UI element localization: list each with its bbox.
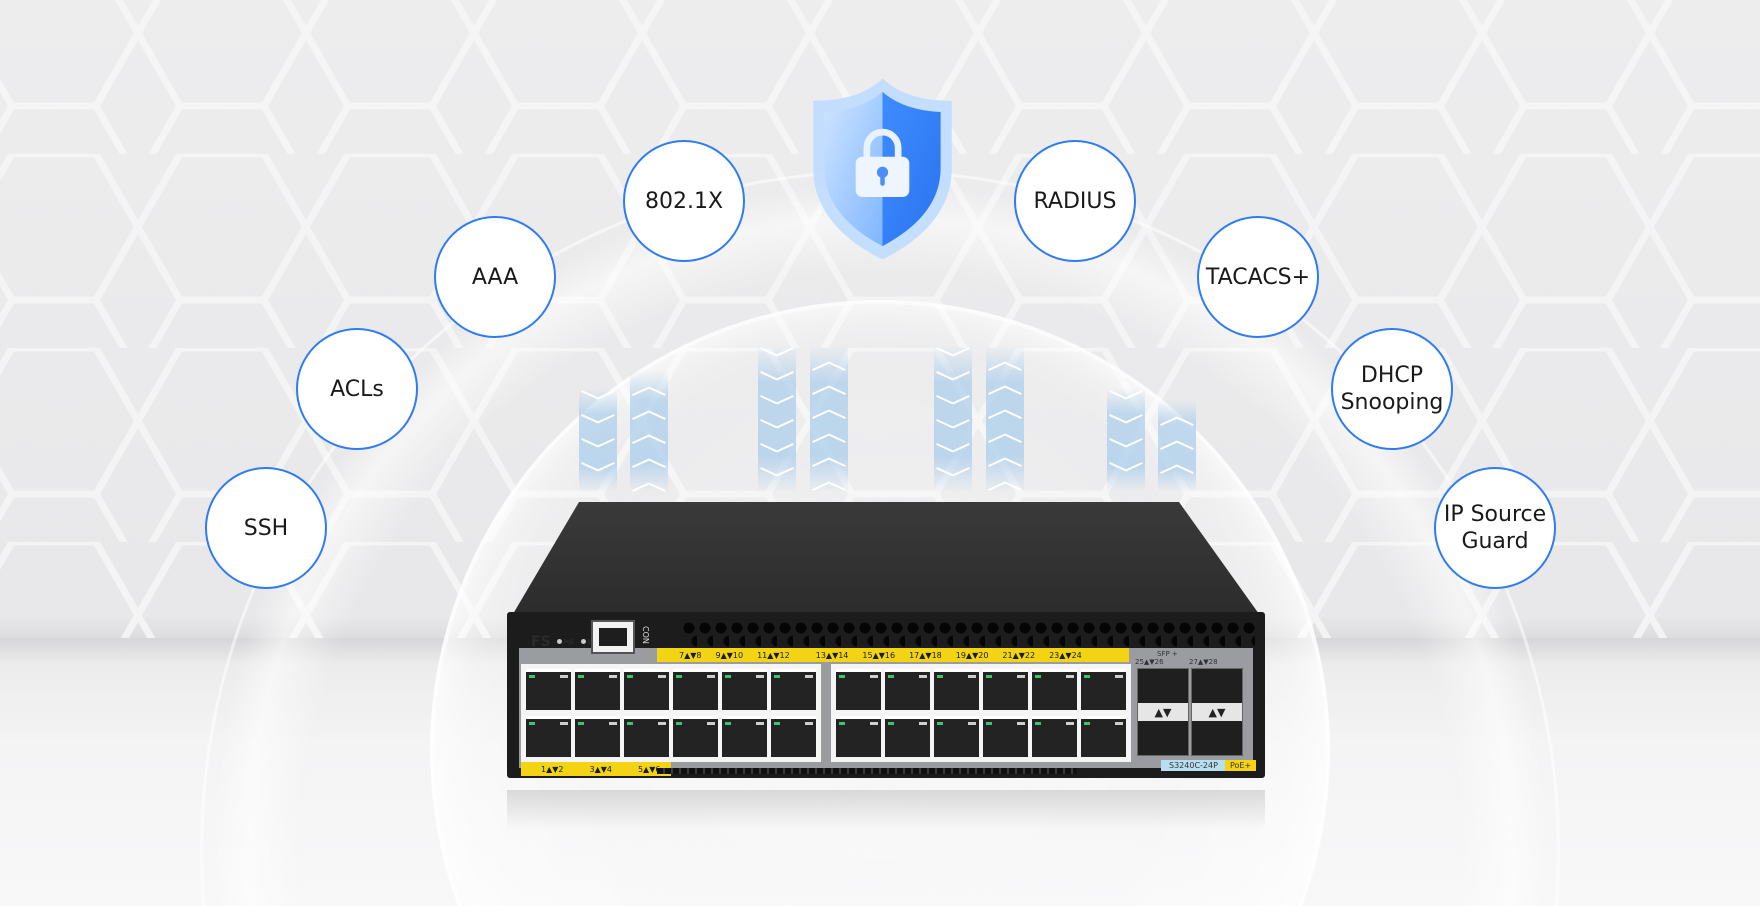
rj45-port[interactable]	[771, 669, 816, 710]
rj45-port[interactable]	[673, 669, 718, 710]
poe-badge: PoE+	[1225, 760, 1257, 771]
rj45-port[interactable]	[1032, 669, 1077, 710]
down-arrows-icon: ﹀﹀﹀﹀﹀﹀	[934, 345, 972, 493]
up-arrows-icon: ︿︿︿︿︿︿	[986, 345, 1024, 493]
rj45-port[interactable]	[575, 669, 620, 710]
switch-reflection	[507, 790, 1265, 830]
rj45-port[interactable]	[934, 716, 979, 757]
shield-lock-icon	[813, 78, 952, 260]
rj45-port[interactable]	[624, 669, 669, 710]
rj45-port[interactable]	[1081, 669, 1126, 710]
rj45-port[interactable]	[934, 669, 979, 710]
sfp-label-25-26: 25▲▼26	[1135, 658, 1164, 666]
rj45-port[interactable]	[1032, 716, 1077, 757]
rj45-ports-1-12	[521, 664, 821, 762]
rj45-port[interactable]	[836, 669, 881, 710]
sfp-title: SFP +	[1157, 650, 1178, 658]
switch-top-cover	[513, 502, 1259, 615]
up-arrows-icon: ︿︿︿︿︿︿	[810, 345, 848, 493]
console-label: CON	[641, 626, 650, 644]
rj45-ports-13-24	[831, 664, 1131, 762]
network-switch: FS PoE SYS CON 7▲▼8 9▲▼10 11▲▼12 13▲▼14 …	[507, 500, 1265, 790]
console-port[interactable]	[591, 620, 635, 654]
feature-ssh: SSH	[205, 467, 327, 589]
rj45-port[interactable]	[526, 669, 571, 710]
feature-tacacs-plus: TACACS+	[1197, 216, 1319, 338]
sfp-label-27-28: 27▲▼28	[1189, 658, 1218, 666]
sfp-cage-25-26[interactable]: ▲▼	[1137, 668, 1189, 756]
feature-aaa: AAA	[434, 216, 556, 338]
port-label-bar-bottom: 1▲▼2 3▲▼4 5▲▼6	[521, 762, 671, 776]
vent-holes	[681, 622, 1255, 648]
feature-radius: RADIUS	[1014, 140, 1136, 262]
down-arrows-icon: ﹀﹀﹀﹀﹀﹀	[758, 345, 796, 493]
down-arrows-icon: ﹀﹀﹀﹀	[579, 388, 617, 492]
model-badge: S3240C-24P	[1161, 760, 1226, 771]
rj45-port[interactable]	[983, 669, 1028, 710]
rj45-port[interactable]	[1081, 716, 1126, 757]
port-label-bar-top: 7▲▼8 9▲▼10 11▲▼12 13▲▼14 15▲▼16 17▲▼18 1…	[657, 648, 1129, 662]
feature-acls: ACLs	[296, 328, 418, 450]
rj45-port[interactable]	[722, 716, 767, 757]
rj45-port[interactable]	[836, 716, 881, 757]
down-arrows-icon: ﹀﹀﹀﹀	[1107, 388, 1145, 492]
feature-802-1x: 802.1X	[623, 140, 745, 262]
rj45-port[interactable]	[771, 716, 816, 757]
sfp-cage-27-28[interactable]: ▲▼	[1191, 668, 1243, 756]
rj45-port[interactable]	[673, 716, 718, 757]
rj45-port[interactable]	[983, 716, 1028, 757]
rj45-port[interactable]	[624, 716, 669, 757]
up-arrows-icon: ︿︿︿︿︿	[630, 370, 668, 492]
switch-front-panel: FS PoE SYS CON 7▲▼8 9▲▼10 11▲▼12 13▲▼14 …	[507, 612, 1265, 778]
up-arrows-icon: ︿︿︿	[1158, 400, 1196, 492]
fs-logo: FS PoE SYS	[531, 634, 599, 650]
rj45-port[interactable]	[575, 716, 620, 757]
rj45-port[interactable]	[885, 669, 930, 710]
bottom-vent	[657, 768, 1077, 774]
rj45-port[interactable]	[722, 669, 767, 710]
rj45-port[interactable]	[885, 716, 930, 757]
rj45-port[interactable]	[526, 716, 571, 757]
